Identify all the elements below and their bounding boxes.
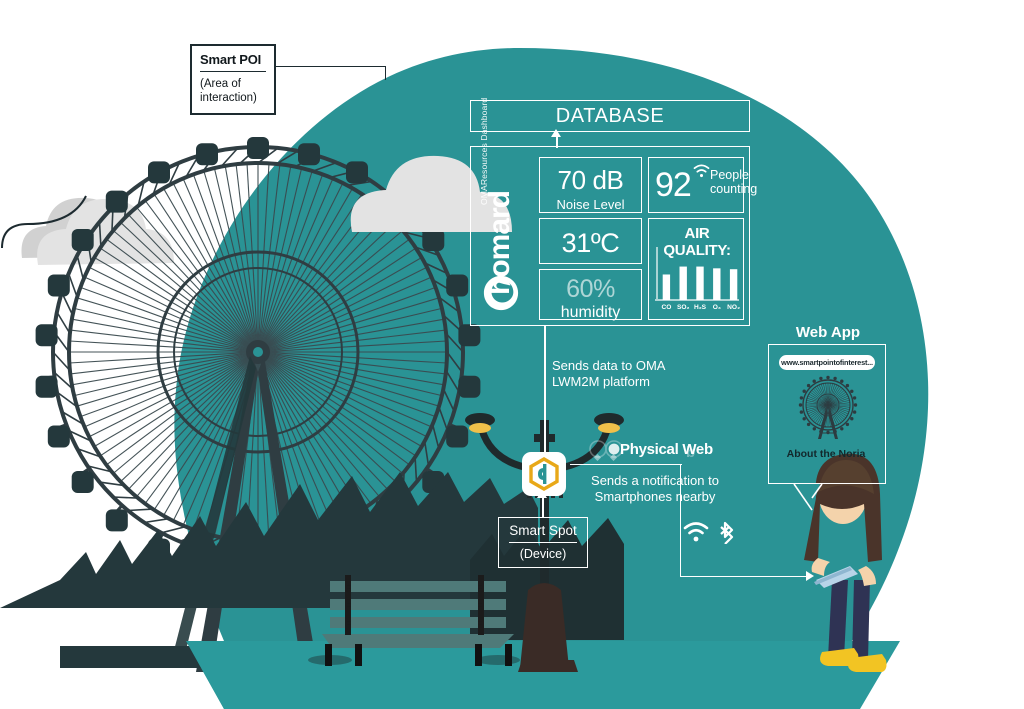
web-app-panel: www.smartpointofinterest... About the No… (768, 344, 886, 484)
tile-noise-level: 70 dB Noise Level (539, 157, 642, 213)
dashboard-panel (470, 146, 750, 326)
smart-spot-title: Smart Spot (509, 523, 577, 543)
physical-web-label: Physical Web (620, 441, 713, 458)
homard-moon-logo-icon (483, 275, 519, 311)
smart-poi-callout: Smart POI (Area of interaction) (190, 44, 276, 116)
homard-brand-block: homard OMAResources Dashboard (478, 98, 532, 320)
tile-air-quality: AIR QUALITY: CO SO₂ H₂S O₃ NO₂ (648, 218, 744, 320)
notification-arrowhead (806, 571, 814, 581)
physical-web-beacon-icon: b (589, 440, 695, 462)
temperature-value: 31ºC (561, 228, 620, 258)
smart-spot-cube-icon (529, 457, 559, 491)
smartspot-label-arrowhead (537, 490, 547, 498)
humidity-label: humidity (560, 304, 621, 321)
database-box: DATABASE (470, 100, 750, 132)
radio-icons (683, 521, 734, 544)
smart-spot-device-icon[interactable] (522, 452, 566, 496)
smart-spot-subtitle: (Device) (519, 547, 567, 561)
smart-poi-leader-line (276, 66, 386, 67)
web-app-title: Web App (795, 324, 861, 341)
smart-poi-leader-drop (385, 66, 386, 80)
dashboard-to-database-arrowhead (551, 129, 561, 137)
web-app-url-text: www.smartpointofinterest... (781, 358, 873, 367)
sends-notification-label: Sends a notification to Smartphones near… (591, 473, 719, 505)
sends-data-label: Sends data to OMA LWM2M platform (552, 358, 666, 390)
svg-text:b: b (686, 444, 695, 461)
noise-value: 70 dB (557, 165, 624, 195)
smartspot-to-dashboard-line (544, 326, 546, 456)
tile-people-counting: 92 People counting (648, 157, 757, 213)
smart-poi-subtitle: (Area of interaction) (200, 78, 257, 105)
svg-text:O₃: O₃ (713, 304, 721, 311)
physical-web-logo: b Physical Web (588, 440, 718, 462)
air-quality-title: AIR QUALITY: (663, 225, 731, 259)
tile-temperature: 31ºC (539, 218, 642, 264)
notification-line-vertical (680, 464, 682, 577)
air-quality-bar-chart: CO SO₂ H₂S O₃ NO₂ (655, 247, 740, 311)
brand-subtitle: OMAResources Dashboard (479, 97, 489, 205)
svg-text:NO₂: NO₂ (727, 304, 740, 311)
web-app-ferris-wheel-image (798, 375, 858, 439)
smart-poi-title: Smart POI (200, 52, 266, 72)
database-label: DATABASE (555, 104, 665, 127)
wifi-icon (683, 522, 709, 542)
web-app-url-bar[interactable]: www.smartpointofinterest... (779, 355, 875, 370)
dashboard-to-database-line (556, 134, 558, 148)
web-app-caption: About the Noria (786, 448, 866, 460)
svg-text:SO₂: SO₂ (677, 304, 690, 311)
wifi-icon (693, 164, 710, 178)
notification-line-to-person (680, 576, 810, 578)
noise-label: Noise Level (556, 197, 625, 212)
people-count-label: People counting (710, 168, 758, 197)
smart-spot-callout: Smart Spot (Device) (498, 517, 588, 568)
svg-text:H₂S: H₂S (694, 304, 707, 311)
smartspot-label-line (542, 497, 544, 517)
tile-humidity: 60% humidity (539, 269, 642, 321)
bluetooth-icon (720, 521, 734, 544)
svg-text:CO: CO (661, 304, 671, 311)
people-count-value: 92 (655, 166, 692, 204)
humidity-value: 60% (566, 275, 615, 303)
notification-line-horizontal (570, 464, 682, 466)
